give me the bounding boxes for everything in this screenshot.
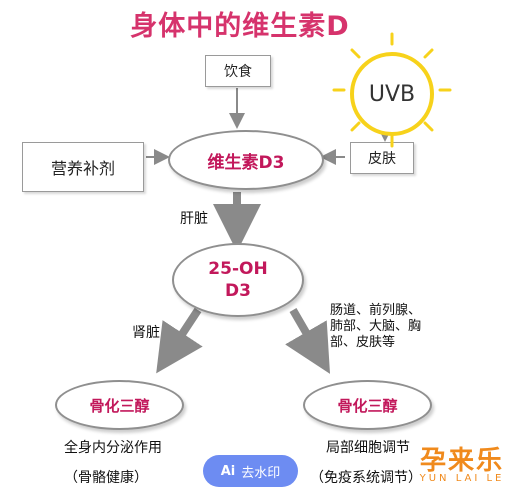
edge-label-kidney: 肾脏 xyxy=(132,325,160,341)
ai-icon: Ai xyxy=(220,463,236,479)
node-diet: 饮食 xyxy=(205,55,271,87)
tissues-line2: 肺部、大脑、胸 xyxy=(330,319,422,334)
edge-label-tissues: 肠道、前列腺、 肺部、大脑、胸 部、皮肤等 xyxy=(330,303,421,351)
uvb-sun-icon: UVB xyxy=(350,52,434,136)
logo-main-text: 孕来乐 xyxy=(419,446,504,476)
tissues-line1: 肠道、前列腺、 xyxy=(330,303,422,318)
tissues-line3: 部、皮肤等 xyxy=(330,335,396,350)
caption-left-line1: 全身内分泌作用 xyxy=(64,440,162,456)
brand-watermark-logo: 孕来乐 YUN LAI LE xyxy=(402,440,522,495)
edge-label-liver: 肝脏 xyxy=(180,211,208,227)
remove-watermark-label: 去水印 xyxy=(241,465,281,481)
node-vitd3: 维生素D3 xyxy=(168,130,324,190)
node-skin: 皮肤 xyxy=(350,142,414,174)
diagram-title: 身体中的维生素D xyxy=(130,11,350,42)
remove-watermark-button[interactable]: Ai 去水印 xyxy=(203,455,298,487)
caption-right-line2: （免疫系统调节） xyxy=(310,470,422,486)
node-25oh-d3: 25-OH D3 xyxy=(172,243,304,317)
node-calcitriol-left: 骨化三醇 xyxy=(55,380,184,430)
logo-sub-text: YUN LAI LE xyxy=(419,473,505,484)
arrow-25oh-to-calcitriol-right xyxy=(285,307,331,374)
node-calcitriol-right: 骨化三醇 xyxy=(303,380,432,430)
node-25oh-line1: 25-OH xyxy=(208,259,268,279)
caption-right-line1: 局部细胞调节 xyxy=(326,440,410,456)
node-supplement: 营养补剂 xyxy=(22,142,144,192)
node-25oh-line2: D3 xyxy=(225,281,251,301)
arrow-25oh-to-calcitriol-left xyxy=(156,307,203,374)
uvb-label: UVB xyxy=(368,81,416,107)
caption-left-line2: （骨骼健康） xyxy=(64,470,148,486)
